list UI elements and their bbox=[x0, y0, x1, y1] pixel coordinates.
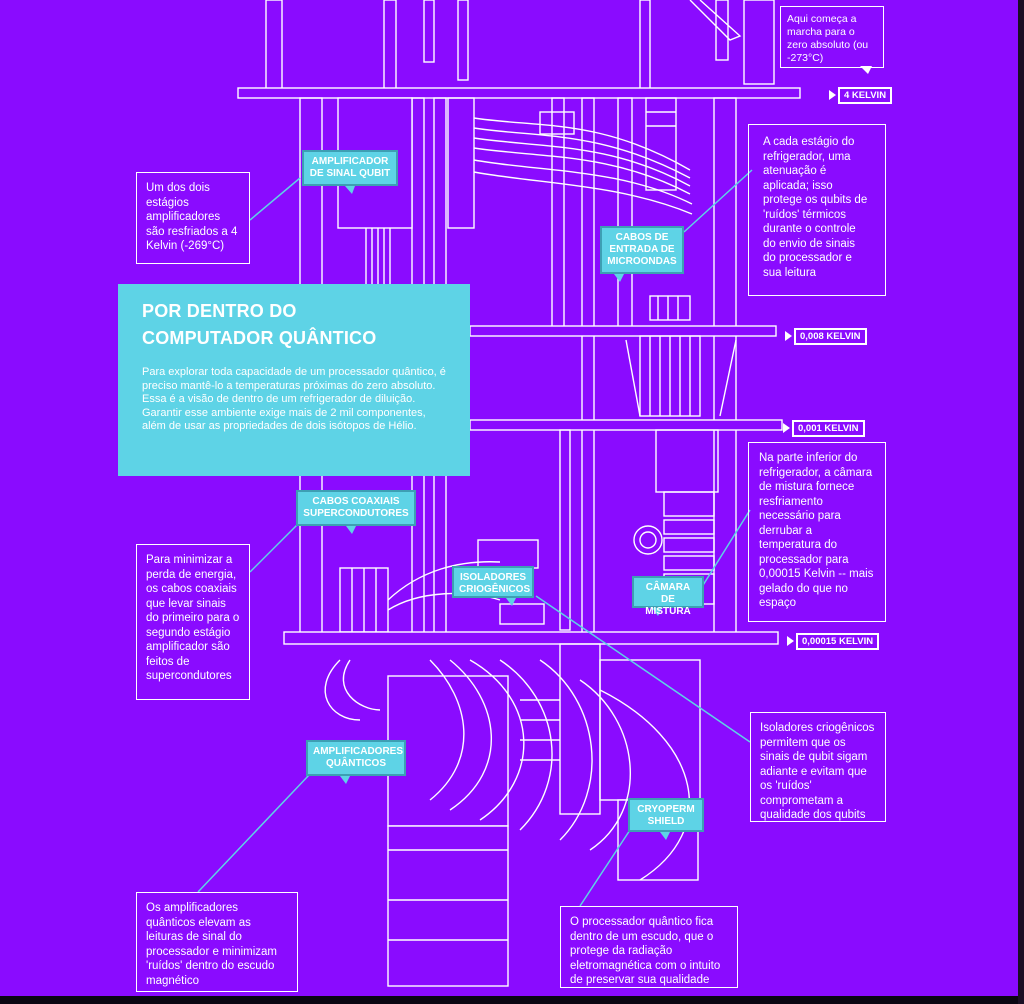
tag-cryoperm-shield: CRYOPERM SHIELD bbox=[628, 798, 704, 832]
note-quantum-amplifiers: Os amplificadores quânticos elevam as le… bbox=[136, 892, 298, 992]
intro-body: Para explorar toda capacidade de um proc… bbox=[142, 366, 446, 433]
tag-superconducting-coax: CABOS COAXIAIS SUPERCONDUTORES bbox=[296, 490, 416, 526]
intro-title: POR DENTRO DO COMPUTADOR QUÂNTICO bbox=[142, 298, 446, 352]
tag-cryogenic-isolators: ISOLADORES CRIOGÊNICOS bbox=[452, 566, 534, 598]
intro-title-line1: POR DENTRO DO bbox=[142, 301, 297, 321]
kelvin-0001-arrow-icon bbox=[783, 423, 790, 433]
tag-microwave-input-cables: CABOS DE ENTRADA DE MICROONDAS bbox=[600, 226, 684, 274]
note-mixing-chamber: Na parte inferior do refrigerador, a câm… bbox=[748, 442, 886, 622]
note-amplifier-stage: Um dos dois estágios amplificadores são … bbox=[136, 172, 250, 264]
kelvin-000015-label: 0,00015 KELVIN bbox=[796, 633, 880, 650]
note-coaxial-cables: Para minimizar a perda de energia, os ca… bbox=[136, 544, 250, 700]
note-zero-absolute: Aqui começa a marcha para o zero absolut… bbox=[780, 6, 884, 68]
kelvin-0001-label: 0,001 KELVIN bbox=[792, 420, 865, 437]
kelvin-0008-arrow-icon bbox=[785, 331, 792, 341]
tag-quantum-amplifiers: AMPLIFICADORES QUÂNTICOS bbox=[306, 740, 406, 776]
note-cryoperm-shield: O processador quântico fica dentro de um… bbox=[560, 906, 738, 988]
kelvin-4-label: 4 KELVIN bbox=[838, 87, 893, 104]
frame-shadow bbox=[1018, 0, 1024, 1004]
note-cryogenic-isolators: Isoladores criogênicos permitem que os s… bbox=[750, 712, 886, 822]
kelvin-000015-arrow-icon bbox=[787, 636, 794, 646]
intro-title-line2: COMPUTADOR QUÂNTICO bbox=[142, 328, 377, 348]
tag-mixing-chamber: CÂMARA DE MISTURA bbox=[632, 576, 704, 617]
note-attenuation: A cada estágio do refrigerador, uma aten… bbox=[748, 124, 886, 296]
intro-panel: POR DENTRO DO COMPUTADOR QUÂNTICO Para e… bbox=[118, 284, 470, 476]
kelvin-0008-label: 0,008 KELVIN bbox=[794, 328, 867, 345]
tag-qubit-signal-amplifier: AMPLIFICADOR DE SINAL QUBIT bbox=[302, 150, 398, 186]
kelvin-4-arrow-icon bbox=[829, 90, 836, 100]
